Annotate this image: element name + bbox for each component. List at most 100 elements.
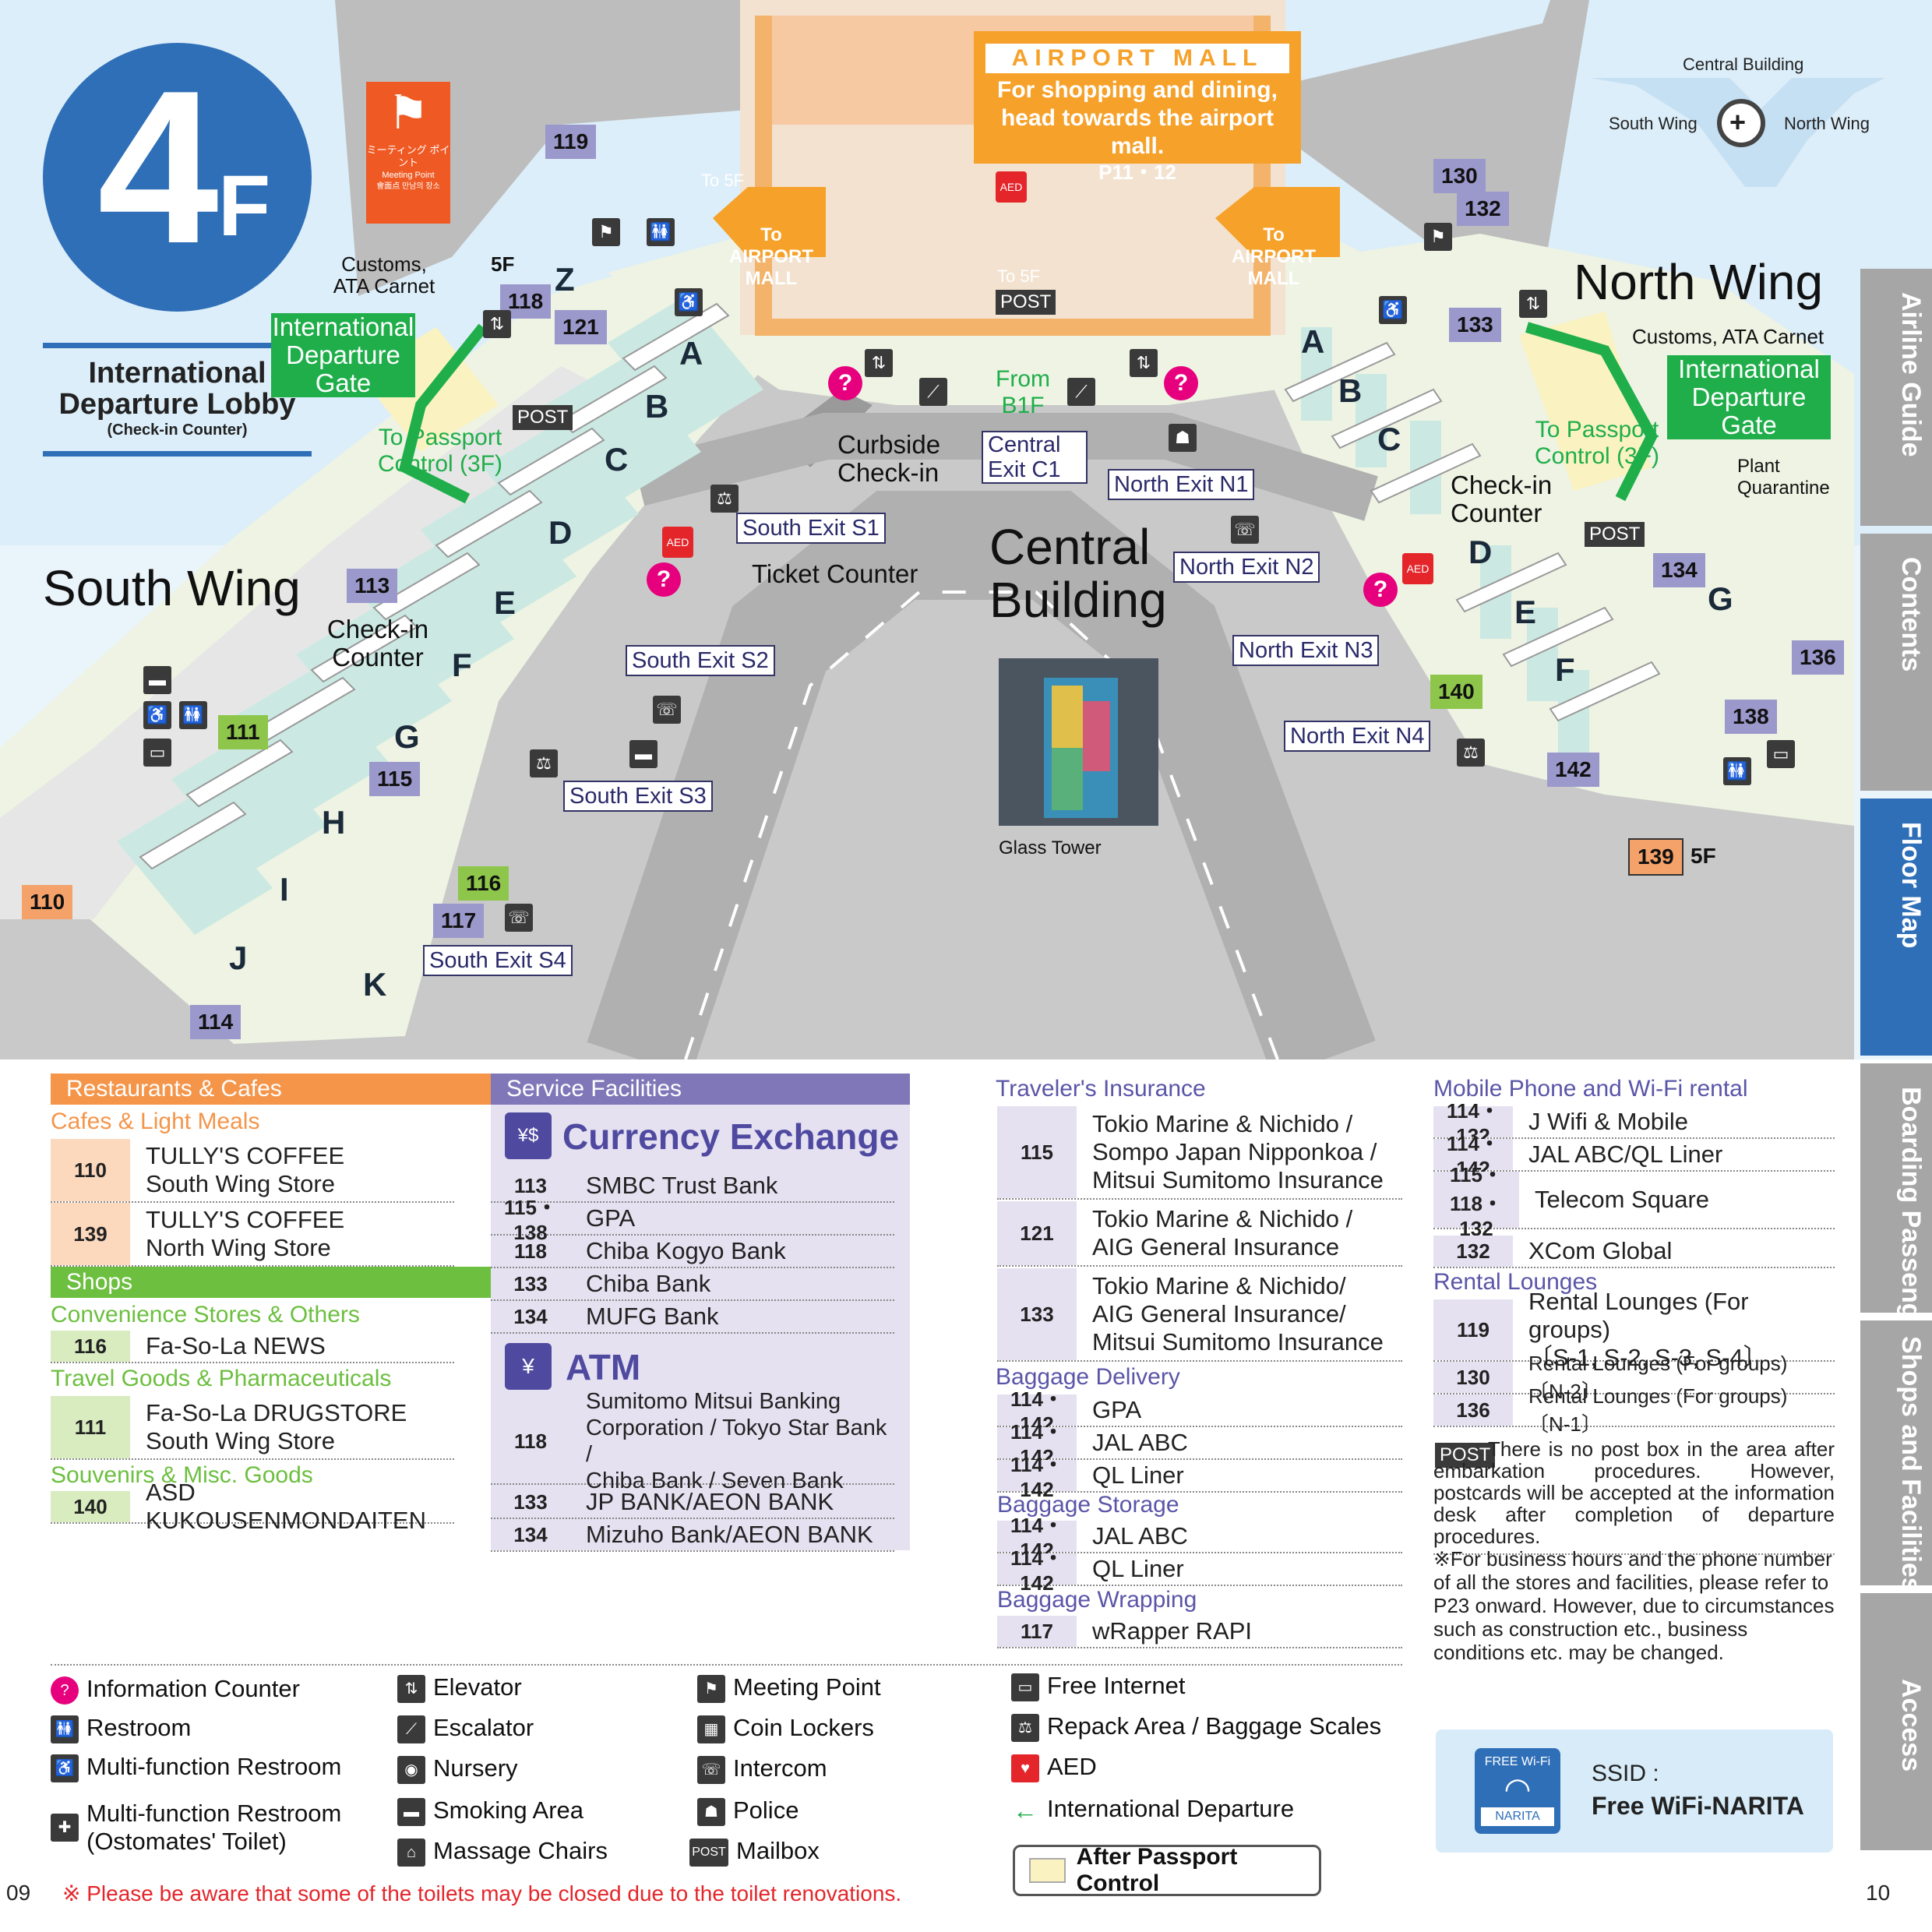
information-counter-icon[interactable]: ?: [1164, 366, 1198, 400]
unit-111[interactable]: 111: [218, 715, 268, 749]
list-item[interactable]: 119 Rental Lounges (For groups) 〔S-1, S-…: [1433, 1288, 1835, 1371]
list-item[interactable]: 114・132 J Wifi & Mobile: [1433, 1099, 1835, 1148]
north-exit-n1[interactable]: North Exit N1: [1108, 469, 1255, 500]
list-item[interactable]: 121 Tokio Marine & Nichido / AIG General…: [997, 1201, 1402, 1267]
delivery-code: 114・142: [997, 1453, 1077, 1501]
unit-114[interactable]: 114: [190, 1005, 242, 1039]
tab-floor-map[interactable]: Floor Map: [1860, 799, 1932, 1056]
aed-icon: AED: [1402, 553, 1433, 584]
unit-132[interactable]: 132: [1457, 192, 1509, 226]
south-exit-s3[interactable]: South Exit S3: [563, 781, 713, 812]
minimap-zoom-icon: +: [1729, 106, 1747, 138]
page-number-left: 09: [6, 1881, 31, 1905]
list-item[interactable]: 133 JP BANK/AEON BANK: [491, 1486, 894, 1519]
south-exit-s4[interactable]: South Exit S4: [423, 945, 573, 976]
hours-note: ※For business hours and the phone number…: [1433, 1547, 1835, 1664]
list-item[interactable]: 133 Chiba Bank: [491, 1268, 894, 1301]
legend-label: International Departure: [1047, 1795, 1295, 1822]
free-internet-icon: ▭: [1767, 740, 1795, 768]
unit-130[interactable]: 130: [1433, 159, 1486, 193]
lounge-name: Rental Lounges (For groups) 〔N-1〕: [1528, 1384, 1788, 1436]
from-b1f-label: From B1F: [996, 366, 1050, 418]
unit-113[interactable]: 113: [347, 569, 398, 603]
free-wifi-box: FREE Wi-Fi ◠ NARITA SSID : Free WiFi-NAR…: [1436, 1729, 1833, 1853]
list-item[interactable]: 114・142 GPA: [997, 1387, 1402, 1436]
counter-i: I: [280, 871, 289, 908]
north-exit-n2[interactable]: North Exit N2: [1173, 552, 1320, 583]
lounge-name2: 〔S-1, S-2, S-3, S-4〕: [1528, 1344, 1768, 1371]
airport-mall-callout[interactable]: AIRPORT MALL For shopping and dining, he…: [974, 31, 1301, 184]
list-item[interactable]: 115・118・ 132 Telecom Square: [1433, 1163, 1835, 1240]
counter-h: H: [322, 804, 346, 841]
counter-f-north: F: [1555, 651, 1575, 688]
unit-110[interactable]: 110: [22, 885, 73, 919]
unit-119[interactable]: 119: [545, 125, 597, 159]
tab-boarding-passengers[interactable]: Boarding Passengers: [1860, 1063, 1932, 1359]
information-counter-icon[interactable]: ?: [1363, 573, 1398, 607]
information-counter-icon[interactable]: ?: [828, 366, 862, 400]
list-item[interactable]: 110 TULLY'S COFFEE South Wing Store: [51, 1139, 454, 1203]
list-item[interactable]: 134 MUFG Bank: [491, 1301, 894, 1334]
list-item[interactable]: 139 TULLY'S COFFEE North Wing Store: [51, 1203, 454, 1267]
list-item[interactable]: 118 Sumitomo Mitsui Banking Corporation …: [491, 1389, 894, 1493]
tab-airline-guide[interactable]: Airline Guide: [1860, 269, 1932, 526]
north-exit-n4[interactable]: North Exit N4: [1284, 721, 1431, 752]
to-airport-mall-north[interactable]: To AIRPORT MALL: [1232, 224, 1316, 289]
unit-136[interactable]: 136: [1792, 640, 1844, 675]
insurance-line3: Mitsui Sumitomo Insurance: [1092, 1328, 1384, 1356]
list-item[interactable]: 134 Mizuho Bank/AEON BANK: [491, 1519, 894, 1552]
north-exit-n3[interactable]: North Exit N3: [1232, 635, 1380, 666]
unit-116[interactable]: 116: [458, 866, 509, 901]
unit-139[interactable]: 139: [1628, 838, 1683, 876]
list-item[interactable]: 114・142 JAL ABC: [997, 1420, 1402, 1468]
list-item[interactable]: 132 XCom Global: [1433, 1236, 1835, 1268]
atm-name-line2: Corporation / Tokyo Star Bank /: [586, 1416, 887, 1467]
tab-contents[interactable]: Contents: [1860, 534, 1932, 791]
list-item[interactable]: 114・142 JAL ABC: [997, 1514, 1402, 1562]
tab-access[interactable]: Access: [1860, 1593, 1932, 1850]
unit-121[interactable]: 121: [555, 310, 607, 344]
unit-115[interactable]: 115: [369, 762, 421, 796]
legend-repack-area: ⚖Repack Area / Baggage Scales: [1011, 1712, 1381, 1742]
shop-111-name: Fa-So-La DRUGSTORE South Wing Store: [130, 1396, 407, 1458]
legend-smoking-area: ▬Smoking Area: [397, 1796, 583, 1826]
tab-shops-and-facilities[interactable]: Shops and Facilities: [1860, 1320, 1932, 1592]
legend-label: Free Internet: [1047, 1672, 1186, 1699]
list-item[interactable]: 116 Fa-So-La NEWS: [51, 1331, 454, 1363]
airport-mall-line2: head towards the airport mall.: [1000, 105, 1274, 159]
elevator-icon: ⇅: [483, 310, 511, 338]
list-item[interactable]: 140 ASD KUKOUSENMONDAITEN: [51, 1479, 454, 1534]
information-counter-icon[interactable]: ?: [647, 562, 681, 597]
south-exit-s1[interactable]: South Exit S1: [736, 513, 886, 544]
south-exit-s2[interactable]: South Exit S2: [626, 645, 775, 676]
to-airport-mall-south[interactable]: To AIRPORT MALL: [729, 224, 813, 289]
central-building-label: Central Building: [989, 519, 1167, 628]
service-header: Service Facilities: [491, 1074, 910, 1105]
list-item[interactable]: 114・142 QL Liner: [997, 1546, 1402, 1595]
counter-f-south: F: [452, 647, 472, 683]
list-item[interactable]: 133 Tokio Marine & Nichido/ AIG General …: [997, 1268, 1402, 1362]
intercom-icon: ☏: [653, 696, 681, 724]
list-item[interactable]: 114・142 QL Liner: [997, 1453, 1402, 1501]
list-item[interactable]: 130 Rental Lounges (For groups) 〔N-2〕: [1433, 1352, 1835, 1403]
central-exit-c1[interactable]: Central Exit C1: [982, 431, 1088, 484]
list-item[interactable]: 113 SMBC Trust Bank: [491, 1170, 894, 1203]
page-number-right: 10: [1866, 1881, 1891, 1905]
unit-133[interactable]: 133: [1449, 308, 1501, 342]
unit-117[interactable]: 117: [433, 904, 485, 938]
unit-134[interactable]: 134: [1653, 553, 1705, 587]
airport-mall-pages: P11・12: [1098, 160, 1176, 184]
list-item[interactable]: 111 Fa-So-La DRUGSTORE South Wing Store: [51, 1396, 454, 1460]
list-item[interactable]: 115・138 GPA: [491, 1196, 894, 1244]
list-item[interactable]: 115 Tokio Marine & Nichido / Sompo Japan…: [997, 1106, 1402, 1200]
unit-138[interactable]: 138: [1725, 700, 1777, 734]
list-item[interactable]: 117 wRapper RAPI: [997, 1616, 1402, 1648]
list-item[interactable]: 118 Chiba Kogyo Bank: [491, 1236, 894, 1268]
delivery-name: GPA: [1092, 1396, 1142, 1423]
customs-north-label: Customs, ATA Carnet: [1632, 325, 1824, 348]
unit-140[interactable]: 140: [1430, 675, 1482, 709]
list-item[interactable]: 136 Rental Lounges (For groups) 〔N-1〕: [1433, 1384, 1835, 1436]
unit-142[interactable]: 142: [1547, 753, 1599, 787]
wifi-badge-top: FREE Wi-Fi: [1484, 1755, 1551, 1768]
